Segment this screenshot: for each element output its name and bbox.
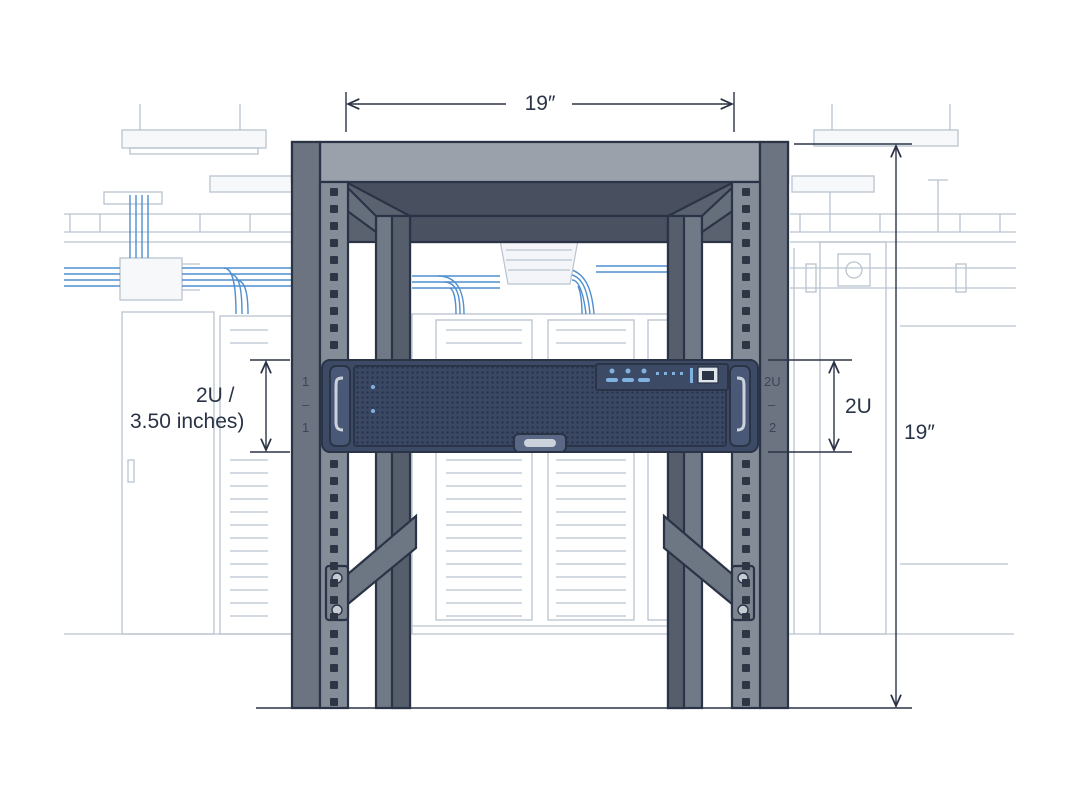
left-unit-label-line2: 3.50 inches) [130,410,245,433]
rail-left-mark-mid: – [302,397,310,412]
mounting-hole [330,273,338,281]
mounting-hole [330,307,338,315]
mounting-hole [330,256,338,264]
mounting-hole [330,545,338,553]
mounting-hole [330,494,338,502]
rail-right-mark-mid: – [768,397,776,412]
mounting-hole [330,579,338,587]
rail-mounting-holes [330,188,750,706]
mounting-hole [742,307,750,315]
mounting-hole [330,681,338,689]
server-2u [321,359,759,453]
mounting-hole [330,562,338,570]
mounting-hole [742,647,750,655]
mounting-hole [330,477,338,485]
mounting-hole [742,256,750,264]
rail-left-mark-bottom: 1 [302,420,310,435]
mounting-hole [742,579,750,587]
rail-left-mark-top: 1 [302,374,310,389]
mounting-hole [742,681,750,689]
ceiling-vent [499,239,579,285]
rail-right-mark-bottom: 2 [769,420,777,435]
mounting-hole [330,511,338,519]
mounting-hole [330,596,338,604]
mounting-hole [330,630,338,638]
mounting-hole [330,239,338,247]
mounting-hole [742,205,750,213]
mounting-hole [330,341,338,349]
left-unit-label-line1: 2U / [196,384,235,407]
mounting-hole [742,188,750,196]
mounting-hole [742,562,750,570]
mounting-hole [330,205,338,213]
mounting-hole [330,290,338,298]
mounting-hole [742,596,750,604]
mounting-hole [742,528,750,536]
mounting-hole [330,222,338,230]
server-status-leds [371,368,693,413]
mounting-hole [742,341,750,349]
mounting-hole [742,630,750,638]
mounting-hole [742,698,750,706]
network-cables [64,195,690,315]
mounting-hole [742,460,750,468]
mounting-hole [742,239,750,247]
mounting-hole [330,528,338,536]
mounting-hole [742,613,750,621]
background-datacenter [64,104,1016,635]
rack-frame [290,140,790,710]
server-handle-left [334,376,344,432]
mounting-hole [330,664,338,672]
top-width-label: 19″ [524,92,556,115]
mounting-hole [742,273,750,281]
dimension-lines [250,92,912,709]
mounting-hole [742,477,750,485]
mounting-hole [330,324,338,332]
mounting-hole [330,460,338,468]
right-height-label: 19″ [904,421,935,444]
mounting-hole [330,647,338,655]
mounting-hole [330,698,338,706]
mounting-hole [330,188,338,196]
mounting-hole [742,511,750,519]
server-pull-tab [524,439,556,447]
mounting-hole [330,613,338,621]
cabinet-vents [230,329,626,617]
mounting-hole [742,324,750,332]
mounting-hole [742,545,750,553]
server-ethernet-port-icon [697,366,719,384]
right-unit-label: 2U [845,395,872,418]
server-handle-right [736,376,746,432]
mounting-hole [742,494,750,502]
mounting-hole [742,664,750,672]
rail-right-mark-top: 2U [764,374,781,389]
mounting-hole [742,290,750,298]
mounting-hole [742,222,750,230]
